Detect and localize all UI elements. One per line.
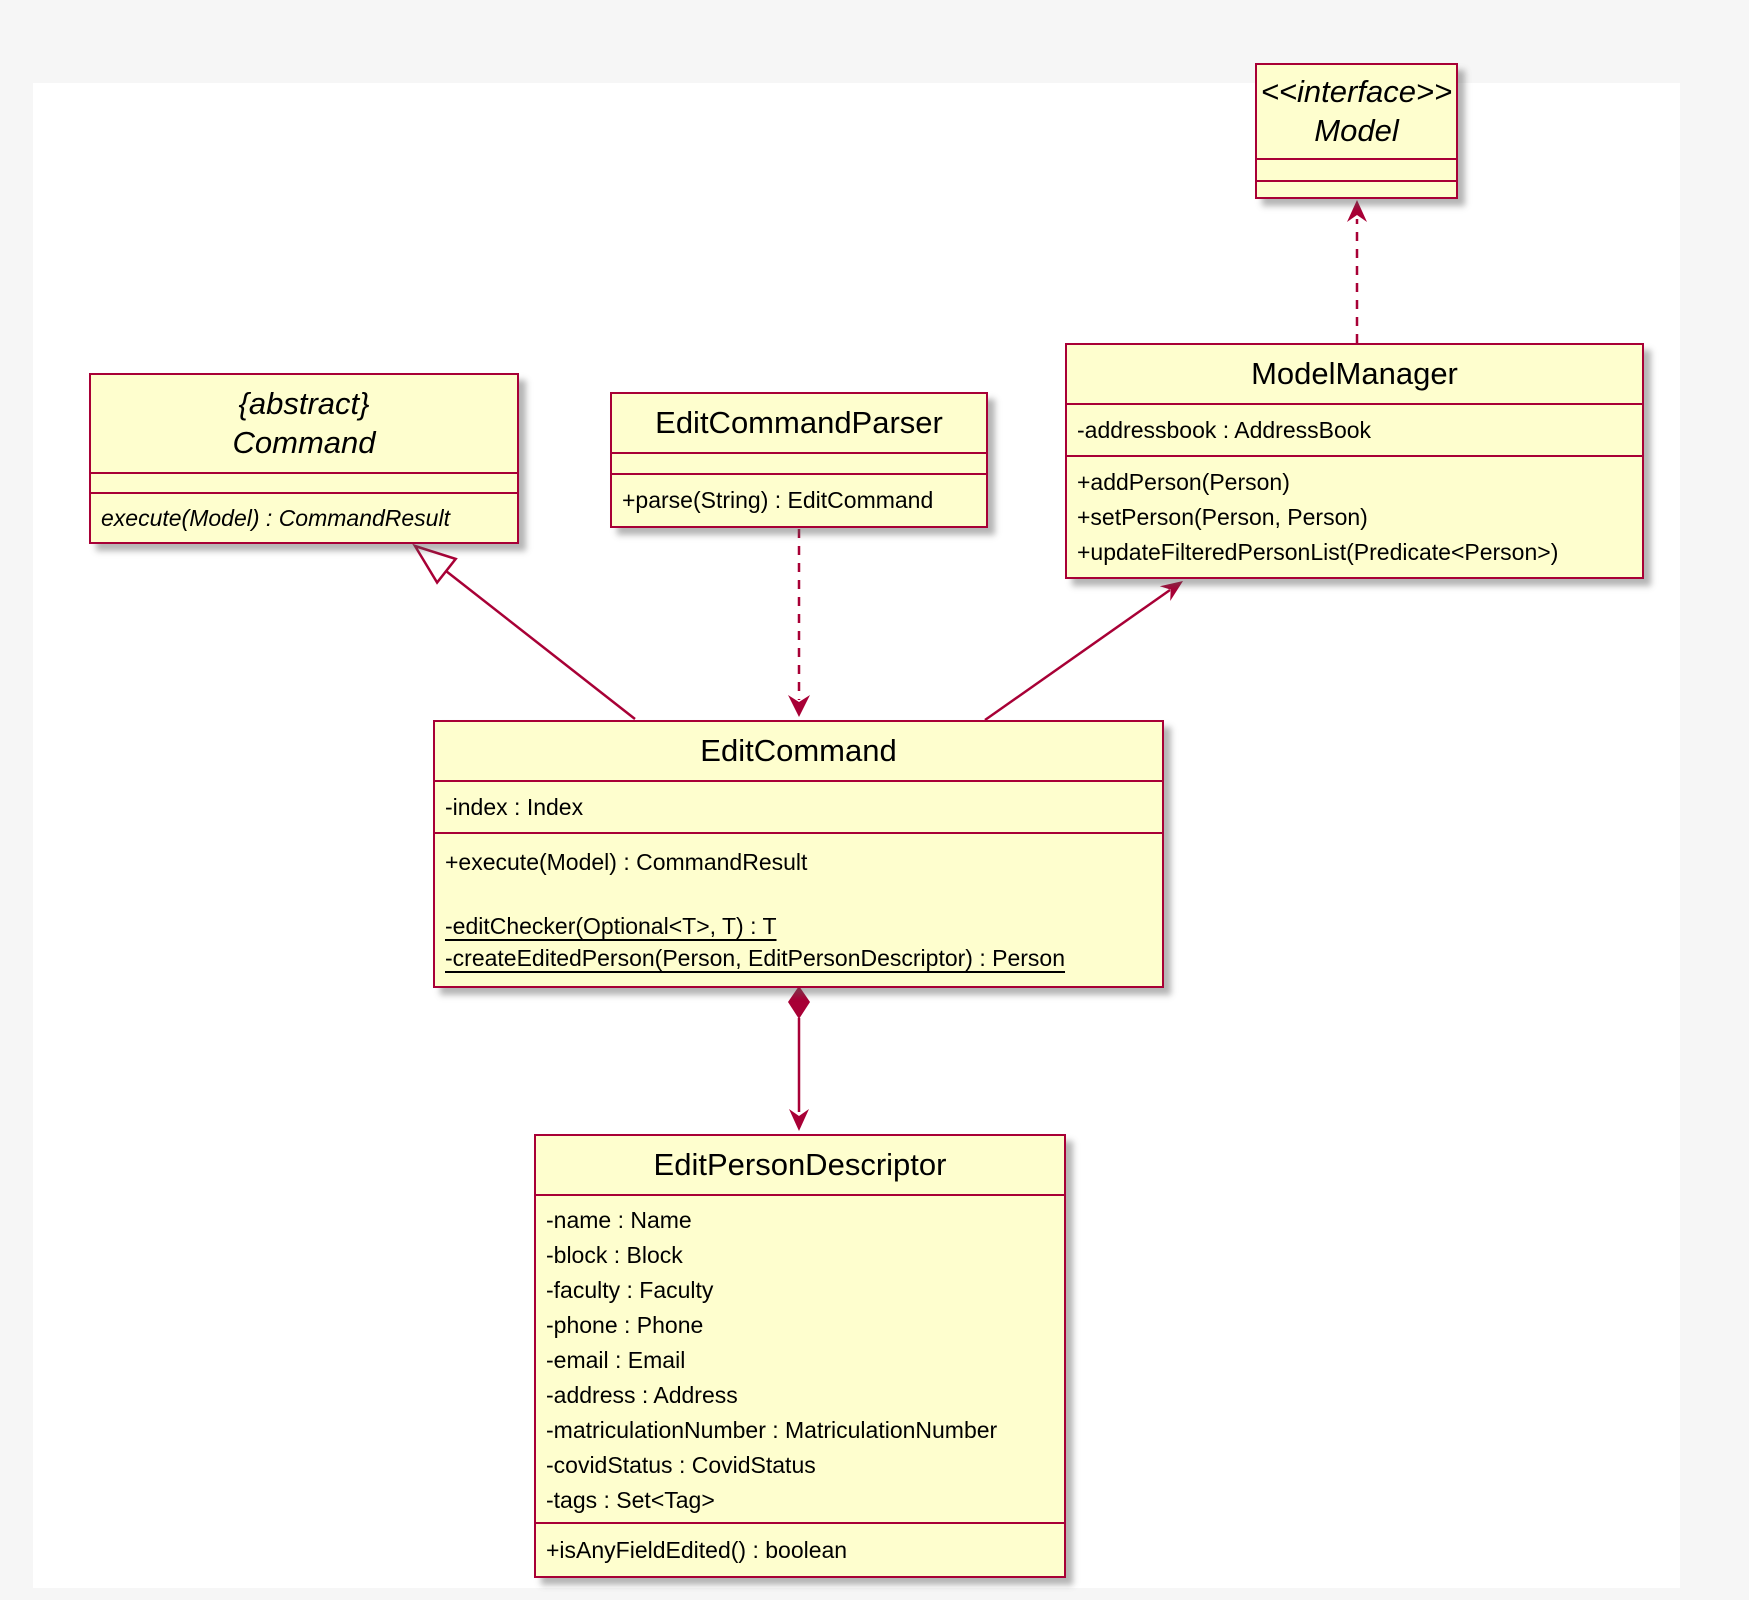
class-model-title: <<interface>> Model [1257, 65, 1456, 158]
method-setperson: +setPerson(Person, Person) [1077, 504, 1368, 530]
method-createeditedperson: -createEditedPerson(Person, EditPersonDe… [445, 945, 1066, 971]
class-editpersondescriptor-title: EditPersonDescriptor [536, 1136, 1064, 1194]
class-model: <<interface>> Model [1255, 63, 1458, 199]
class-editpersondescriptor-fields: -name : Name -block : Block -faculty : F… [536, 1194, 1064, 1522]
field-tags: -tags : Set<Tag> [546, 1487, 715, 1513]
class-editcommand: EditCommand -index : Index +execute(Mode… [433, 720, 1164, 988]
field-block: -block : Block [546, 1242, 683, 1268]
class-editpersondescriptor-name: EditPersonDescriptor [653, 1146, 947, 1182]
class-model-methods [1257, 180, 1456, 197]
field-covidstatus: -covidStatus : CovidStatus [546, 1452, 816, 1478]
class-editcommandparser-fields [612, 452, 986, 473]
class-model-stereotype: <<interface>> [1260, 73, 1453, 109]
class-editpersondescriptor-methods: +isAnyFieldEdited() : boolean [536, 1522, 1064, 1576]
method-editchecker: -editChecker(Optional<T>, T) : T [445, 913, 777, 939]
field-addressbook: -addressbook : AddressBook [1077, 416, 1372, 443]
method-parse: +parse(String) : EditCommand [622, 487, 934, 513]
class-command-title: {abstract} Command [91, 375, 517, 472]
class-editpersondescriptor: EditPersonDescriptor -name : Name -block… [534, 1134, 1066, 1578]
class-editcommand-methods: +execute(Model) : CommandResult -editChe… [435, 832, 1162, 986]
class-editcommand-title: EditCommand [435, 722, 1162, 780]
method-addperson: +addPerson(Person) [1077, 469, 1290, 495]
class-command-fields [91, 472, 517, 492]
class-model-fields [1257, 158, 1456, 180]
class-modelmanager-title: ModelManager [1067, 345, 1642, 403]
class-command-methods: execute(Model) : CommandResult [91, 492, 517, 542]
class-editcommandparser-title: EditCommandParser [612, 394, 986, 452]
field-phone: -phone : Phone [546, 1312, 704, 1338]
field-email: -email : Email [546, 1347, 686, 1373]
class-editcommand-name: EditCommand [700, 732, 897, 768]
class-editcommandparser: EditCommandParser +parse(String) : EditC… [610, 392, 988, 528]
class-command-name: Command [232, 424, 376, 460]
field-index: -index : Index [445, 793, 584, 820]
class-modelmanager-methods: +addPerson(Person) +setPerson(Person, Pe… [1067, 455, 1642, 577]
field-matriculationnumber: -matriculationNumber : MatriculationNumb… [546, 1417, 998, 1443]
method-isanyfieldedited: +isAnyFieldEdited() : boolean [546, 1536, 848, 1563]
class-model-name: Model [1314, 112, 1399, 148]
class-modelmanager-name: ModelManager [1251, 355, 1458, 391]
class-command: {abstract} Command execute(Model) : Comm… [89, 373, 519, 544]
class-editcommand-fields: -index : Index [435, 780, 1162, 832]
class-command-stereotype: {abstract} [238, 385, 370, 421]
class-modelmanager-fields: -addressbook : AddressBook [1067, 403, 1642, 455]
field-name: -name : Name [546, 1207, 692, 1233]
class-editcommandparser-name: EditCommandParser [655, 404, 943, 440]
class-modelmanager: ModelManager -addressbook : AddressBook … [1065, 343, 1644, 579]
method-execute: +execute(Model) : CommandResult [445, 849, 808, 875]
method-blank-line [435, 878, 1162, 910]
field-address: -address : Address [546, 1382, 738, 1408]
method-execute-abstract: execute(Model) : CommandResult [101, 504, 450, 531]
method-updatefilteredpersonlist: +updateFilteredPersonList(Predicate<Pers… [1077, 539, 1559, 565]
class-editcommandparser-methods: +parse(String) : EditCommand [612, 473, 986, 526]
field-faculty: -faculty : Faculty [546, 1277, 714, 1303]
